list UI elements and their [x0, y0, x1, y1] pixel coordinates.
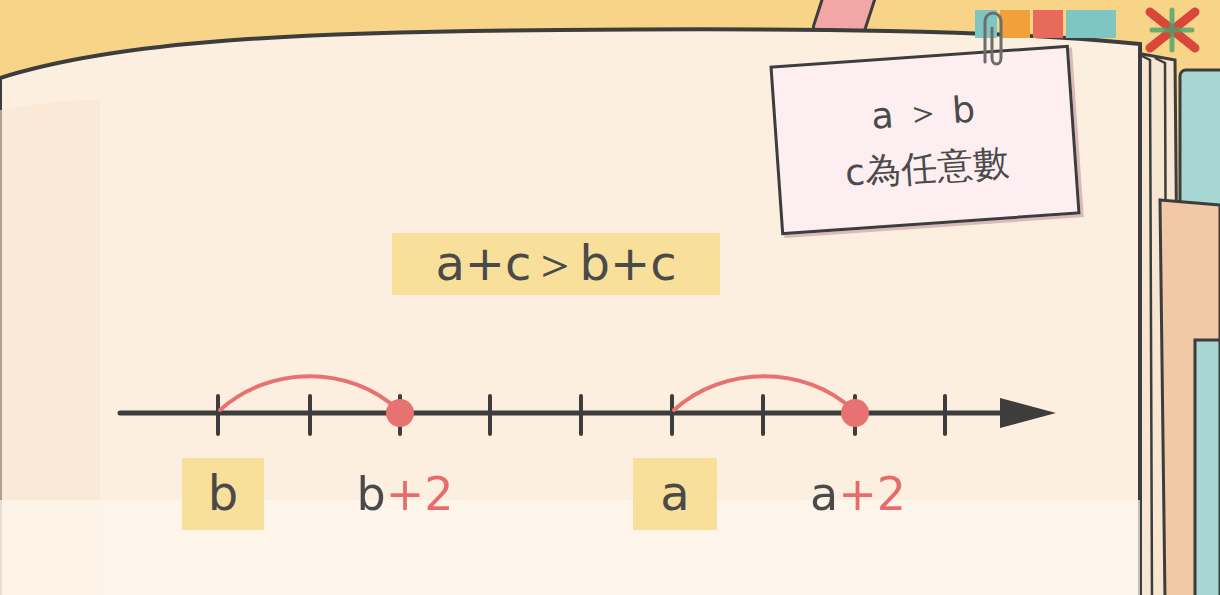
point-label: a+2: [810, 468, 906, 521]
logo-block: [1033, 10, 1063, 38]
note-text: a ＞ b: [870, 88, 976, 137]
sticky-note: a ＞ bc為任意數: [769, 45, 1080, 236]
point-dot: [386, 399, 414, 427]
point-label: b+2: [356, 468, 453, 521]
note-text: c為任意數: [844, 141, 1010, 194]
back-cover: [1160, 200, 1220, 595]
page-fade: [0, 500, 1140, 595]
paperclip: [985, 13, 1001, 64]
highlighted-text: a+c＞b+c: [435, 236, 676, 291]
notebook-page: [0, 29, 1140, 595]
jump-arc: [674, 376, 853, 410]
jump-arc: [220, 376, 398, 410]
logo-block: [1000, 10, 1030, 38]
teal-book: [1180, 70, 1220, 220]
axis-line: [120, 411, 1020, 416]
point-dot: [841, 399, 869, 427]
logo-block: [975, 10, 997, 38]
logo-block: [1066, 10, 1116, 38]
logo: [975, 10, 1195, 50]
label-highlight: a: [633, 458, 717, 530]
axis-arrowhead: [1000, 398, 1056, 428]
label-highlight: b: [182, 458, 264, 530]
logo-cross: [1152, 10, 1192, 50]
teal-strip: [1195, 340, 1220, 595]
formula-highlight: a+c＞b+c: [392, 233, 720, 295]
highlighted-text: b: [208, 466, 238, 521]
highlighted-text: a: [660, 466, 689, 521]
ticks: [218, 396, 945, 434]
number-line: [120, 376, 1056, 434]
